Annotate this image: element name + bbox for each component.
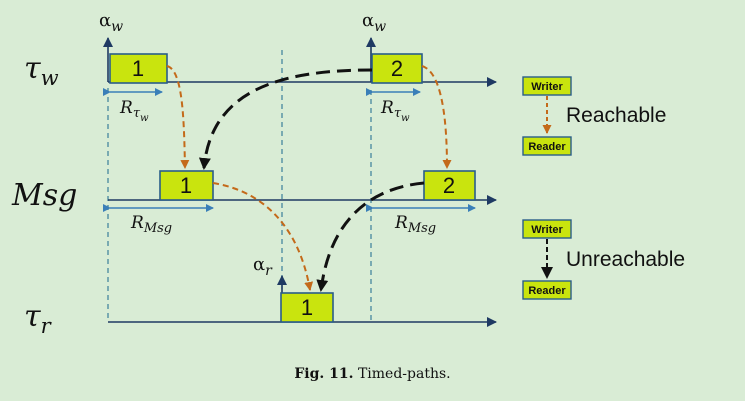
legend-unreachable-writer-box	[522, 219, 572, 239]
alpha-writer-1: αw	[99, 10, 123, 35]
svg-text:1: 1	[301, 295, 313, 320]
msg-job-2: 2	[423, 170, 476, 201]
reachable-path-w1-to-msg1	[166, 65, 190, 169]
svg-text:2: 2	[391, 56, 403, 81]
reachable-path-w2-to-msg2	[421, 65, 452, 169]
legend-reachable-reader-box	[522, 136, 572, 156]
msg-job-1: 1	[159, 170, 214, 201]
alpha-reader-1: αr	[253, 254, 273, 279]
legend-unreachable-reader-label: Reader	[528, 285, 566, 297]
writer-job-1: 1	[109, 53, 168, 84]
reachable-path-msg1-to-r1	[212, 182, 314, 291]
figure-caption: Fig. 11. Timed-paths.	[0, 366, 745, 382]
legend-unreachable: Writer Reader Unreachable	[522, 219, 685, 300]
alpha-writer-2: αw	[362, 10, 386, 35]
legend-reachable-writer-box	[522, 76, 572, 96]
row-label-reader: τr	[24, 299, 53, 338]
legend-reachable-writer-label: Writer	[531, 81, 563, 93]
svg-text:2: 2	[443, 173, 455, 198]
svg-text:1: 1	[180, 173, 192, 198]
legend-reachable: Writer Reader Reachable	[522, 76, 666, 156]
writer-job-2: 2	[371, 53, 423, 84]
response-label-writer-1: Rτw	[119, 98, 149, 124]
figure-number: Fig. 11.	[294, 366, 354, 382]
row-label-msg: Msg	[11, 178, 77, 213]
unreachable-path-msg2-to-r1	[316, 181, 425, 292]
svg-text:1: 1	[132, 56, 144, 81]
legend-reachable-status: Reachable	[566, 104, 666, 127]
legend-reachable-reader-label: Reader	[528, 141, 566, 153]
reader-job-1: 1	[280, 292, 334, 323]
response-label-msg-1: RMsg	[130, 213, 172, 236]
figure-caption-text: Timed-paths.	[357, 366, 451, 382]
unreachable-path-w2-to-msg1	[198, 68, 373, 170]
legend-unreachable-status: Unreachable	[566, 248, 685, 271]
response-label-writer-2: Rτw	[380, 98, 410, 124]
row-label-writer: τw	[24, 51, 59, 90]
legend-unreachable-writer-label: Writer	[531, 224, 563, 236]
legend-unreachable-reader-box	[522, 280, 572, 300]
response-label-msg-2: RMsg	[394, 213, 436, 236]
